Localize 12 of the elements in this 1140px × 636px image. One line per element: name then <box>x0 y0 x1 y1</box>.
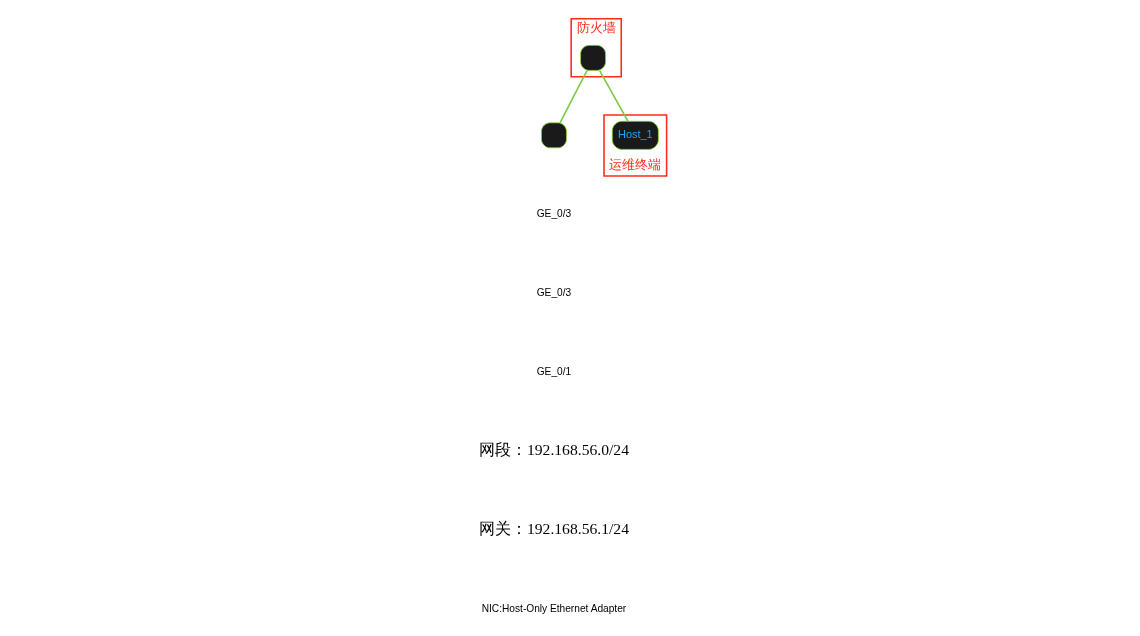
label: NIC:Host-Only Ethernet Adapter <box>481 603 627 615</box>
label: GE_0/3 <box>536 287 572 299</box>
connector <box>559 69 588 124</box>
label: 网段：192.168.56.0/24 <box>478 441 629 459</box>
cluster: 防火墙 <box>570 18 622 78</box>
connector <box>598 69 629 123</box>
node-box <box>580 45 606 71</box>
node-box <box>541 122 567 149</box>
label: GE_0/3 <box>536 208 572 220</box>
label: GE_0/1 <box>536 366 572 378</box>
label: 网关：192.168.56.1/24 <box>478 520 629 538</box>
node-box: Host_1 <box>611 120 659 150</box>
